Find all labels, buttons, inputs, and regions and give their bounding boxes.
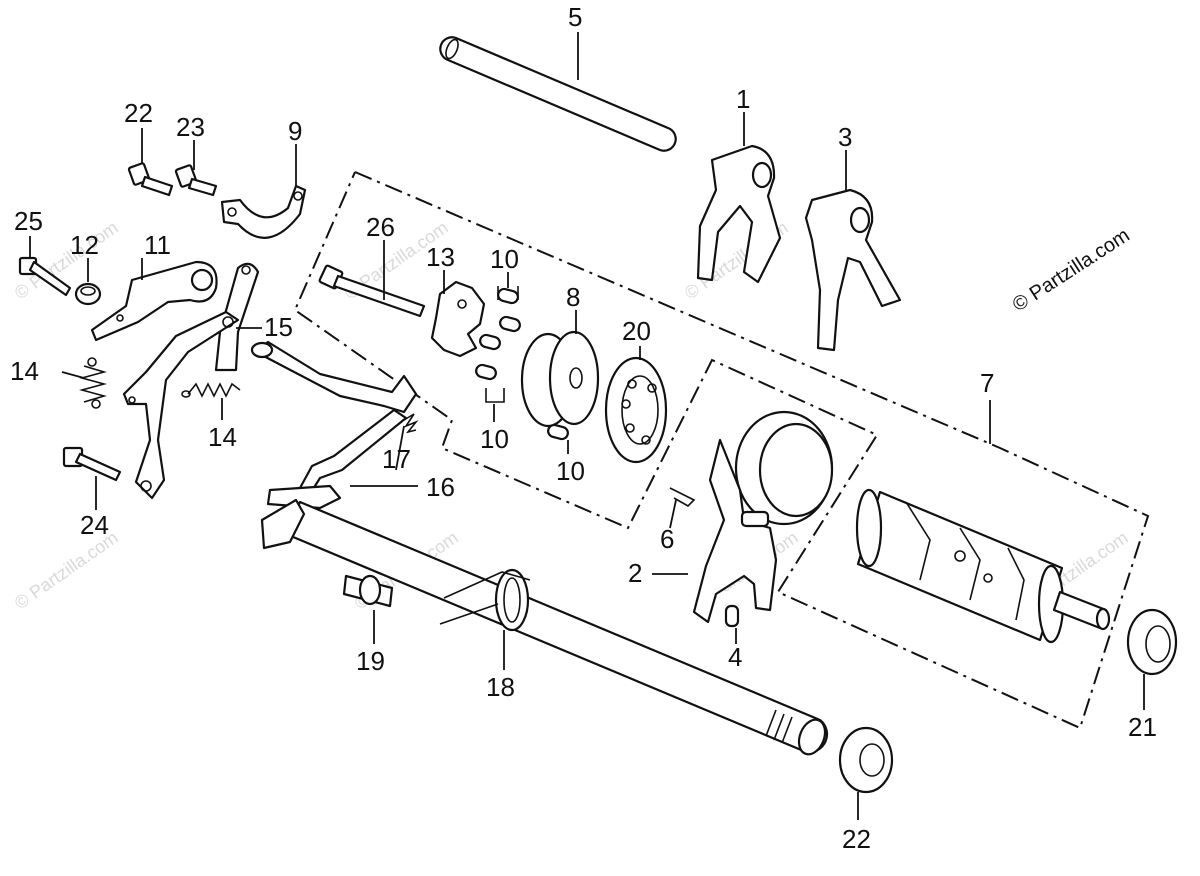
bearing-20 <box>604 356 668 464</box>
oil-seal-22 <box>838 726 894 794</box>
shift-arm-11 <box>90 260 218 342</box>
nut-12 <box>74 282 102 306</box>
callout-9: 9 <box>288 116 302 146</box>
callout-22-bottom: 22 <box>842 824 871 854</box>
callout-labels: 5 1 3 22 23 9 25 12 11 26 13 10 8 20 15 … <box>10 2 1157 854</box>
collar-19 <box>342 574 394 608</box>
shift-fork-shaft <box>439 36 677 152</box>
star-plate-13 <box>430 280 486 358</box>
bolt-25 <box>18 256 72 297</box>
shift-fork-3 <box>804 188 902 352</box>
return-spring-18 <box>439 568 531 632</box>
pins-10 <box>475 286 569 441</box>
bolt-22-top <box>127 162 174 197</box>
callout-25: 25 <box>14 206 43 236</box>
shift-fork-1 <box>696 144 782 284</box>
callout-20: 20 <box>622 316 651 346</box>
clip-6 <box>669 487 696 507</box>
spring-14-center <box>181 382 241 398</box>
subassembly-boundary <box>293 171 1150 730</box>
callout-10-mid: 10 <box>480 424 509 454</box>
callout-5: 5 <box>568 2 582 32</box>
callout-18: 18 <box>486 672 515 702</box>
callout-23: 23 <box>176 112 205 142</box>
callout-2: 2 <box>628 558 642 588</box>
stopper-arm <box>122 310 240 500</box>
callout-22-top: 22 <box>124 98 153 128</box>
callout-7: 7 <box>980 368 994 398</box>
pin-4 <box>724 604 740 628</box>
copyright-text: © Partzilla.com <box>1009 224 1134 316</box>
callout-16: 16 <box>426 472 455 502</box>
bolt-24 <box>62 446 122 482</box>
retaining-plate-9 <box>220 184 307 239</box>
callout-17: 17 <box>382 444 411 474</box>
gearshift-spindle <box>260 498 829 756</box>
callout-1: 1 <box>736 84 750 114</box>
gearshift-arm <box>250 340 418 510</box>
bolt-26 <box>318 264 426 318</box>
callout-13: 13 <box>426 242 455 272</box>
callout-3: 3 <box>838 122 852 152</box>
callout-19: 19 <box>356 646 385 676</box>
callout-26: 26 <box>366 212 395 242</box>
shift-drum-7 <box>855 488 1111 644</box>
callout-12: 12 <box>70 230 99 260</box>
lever-15 <box>214 262 260 372</box>
callout-6: 6 <box>660 524 674 554</box>
shift-fork-2 <box>692 410 834 624</box>
callout-24: 24 <box>80 510 109 540</box>
spring-17 <box>403 413 419 434</box>
callout-15: 15 <box>264 312 293 342</box>
callout-10-top: 10 <box>490 244 519 274</box>
callout-11: 11 <box>144 230 171 260</box>
callout-8: 8 <box>566 282 580 312</box>
bolt-23 <box>174 164 218 197</box>
callout-10-low: 10 <box>556 456 585 486</box>
callout-14-left: 14 <box>10 356 39 386</box>
spring-14-left <box>78 357 108 409</box>
leader-lines <box>29 32 1145 820</box>
callout-4: 4 <box>728 642 742 672</box>
callout-21: 21 <box>1128 712 1157 742</box>
svg-text:© Partzilla.com: © Partzilla.com <box>11 527 122 613</box>
callout-14-center: 14 <box>208 422 237 452</box>
oil-seal-21 <box>1126 608 1178 676</box>
drum-cam-8 <box>520 330 600 428</box>
